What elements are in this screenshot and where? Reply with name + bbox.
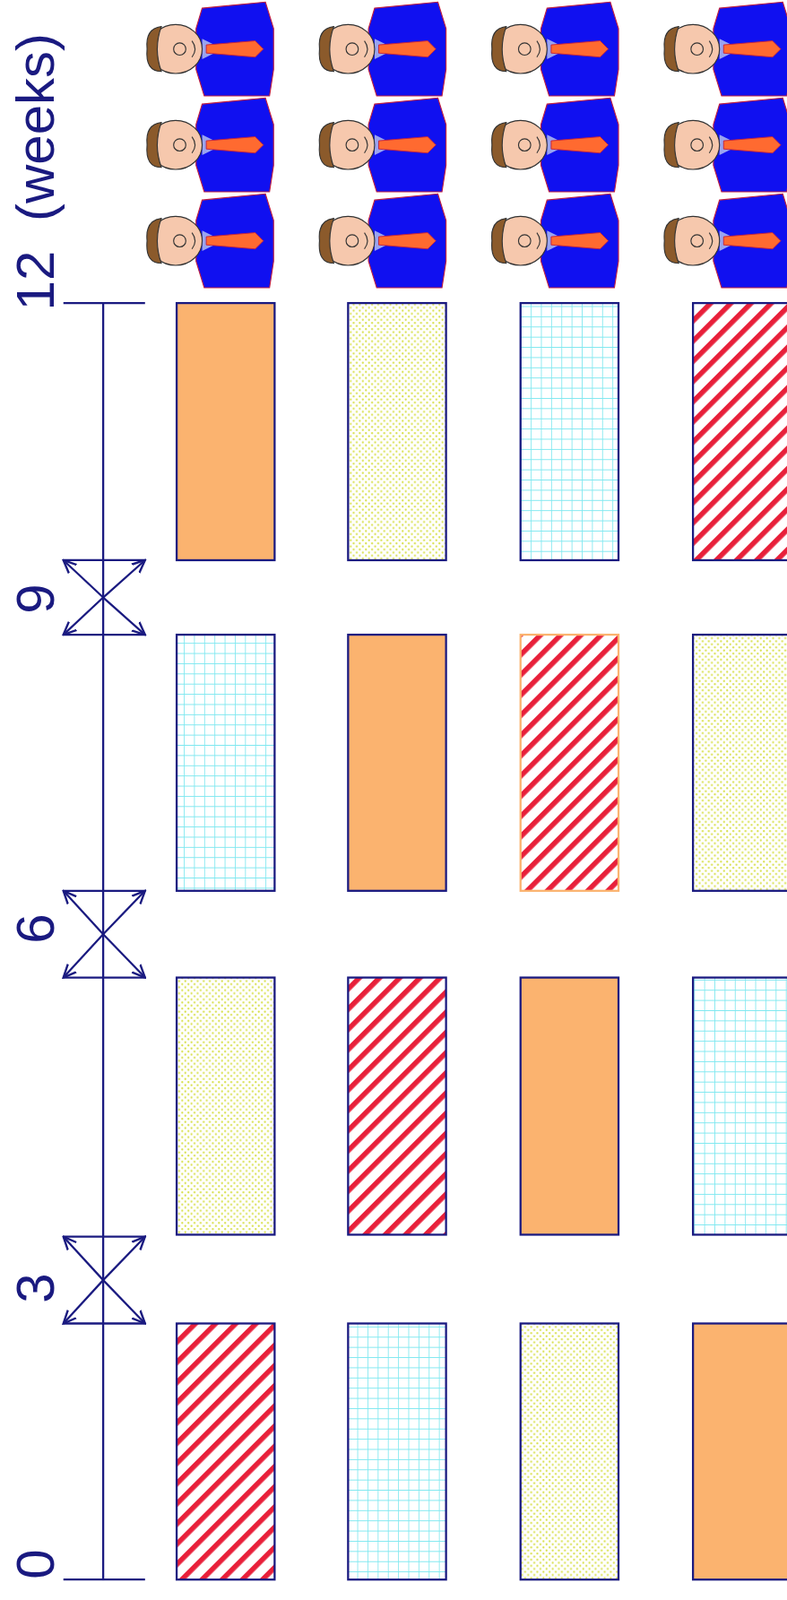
- person-icon: [319, 193, 446, 288]
- arrow-line: [63, 1279, 104, 1324]
- task-block: [692, 1323, 787, 1580]
- arrow-line: [63, 934, 104, 978]
- person-icon: [319, 97, 446, 192]
- person-icon: [492, 97, 619, 192]
- axis-label: 6: [8, 913, 63, 943]
- arrow-line: [103, 890, 146, 935]
- task-block: [520, 634, 619, 891]
- person-icon: [319, 1, 446, 96]
- arrow-line: [63, 890, 104, 935]
- task-block: [692, 302, 787, 561]
- task-block: [176, 302, 275, 561]
- task-block: [520, 1323, 619, 1580]
- axis-label: 3: [8, 1272, 63, 1303]
- person-icon: [664, 1, 787, 96]
- axis-line: [63, 890, 146, 892]
- axis-label: (weeks): [8, 33, 63, 222]
- arrow-line: [63, 1236, 104, 1280]
- person-icon: [492, 1, 619, 96]
- arrow-line: [103, 1236, 146, 1280]
- task-block: [347, 302, 446, 561]
- axis-line: [63, 633, 146, 636]
- task-block: [347, 977, 446, 1236]
- axis-label: 0: [8, 1548, 63, 1579]
- arrow-line: [63, 560, 104, 598]
- task-block: [176, 977, 275, 1236]
- task-block: [692, 977, 787, 1236]
- task-block: [347, 1323, 446, 1580]
- axis-line: [63, 559, 146, 562]
- axis-line: [63, 302, 146, 304]
- person-icon: [664, 97, 787, 192]
- task-block: [176, 1323, 275, 1580]
- person-icon: [147, 193, 274, 288]
- task-block: [520, 302, 619, 561]
- person-icon: [664, 193, 787, 288]
- axis-line: [102, 302, 104, 1580]
- axis-line: [63, 1322, 146, 1324]
- task-block: [692, 634, 787, 891]
- arrow-line: [103, 1279, 146, 1324]
- axis-line: [63, 1578, 146, 1581]
- task-block: [176, 634, 275, 891]
- axis-line: [63, 1236, 146, 1238]
- axis-line: [63, 976, 146, 978]
- person-icon: [492, 193, 619, 288]
- arrow-line: [63, 597, 104, 636]
- person-icon: [147, 1, 274, 96]
- task-block: [347, 634, 446, 891]
- axis-label: 9: [8, 583, 63, 614]
- person-icon: [147, 97, 274, 192]
- arrow-line: [103, 934, 146, 978]
- arrow-line: [103, 560, 146, 598]
- arrow-line: [103, 597, 146, 636]
- task-block: [520, 977, 619, 1236]
- axis-label: 12: [8, 250, 63, 312]
